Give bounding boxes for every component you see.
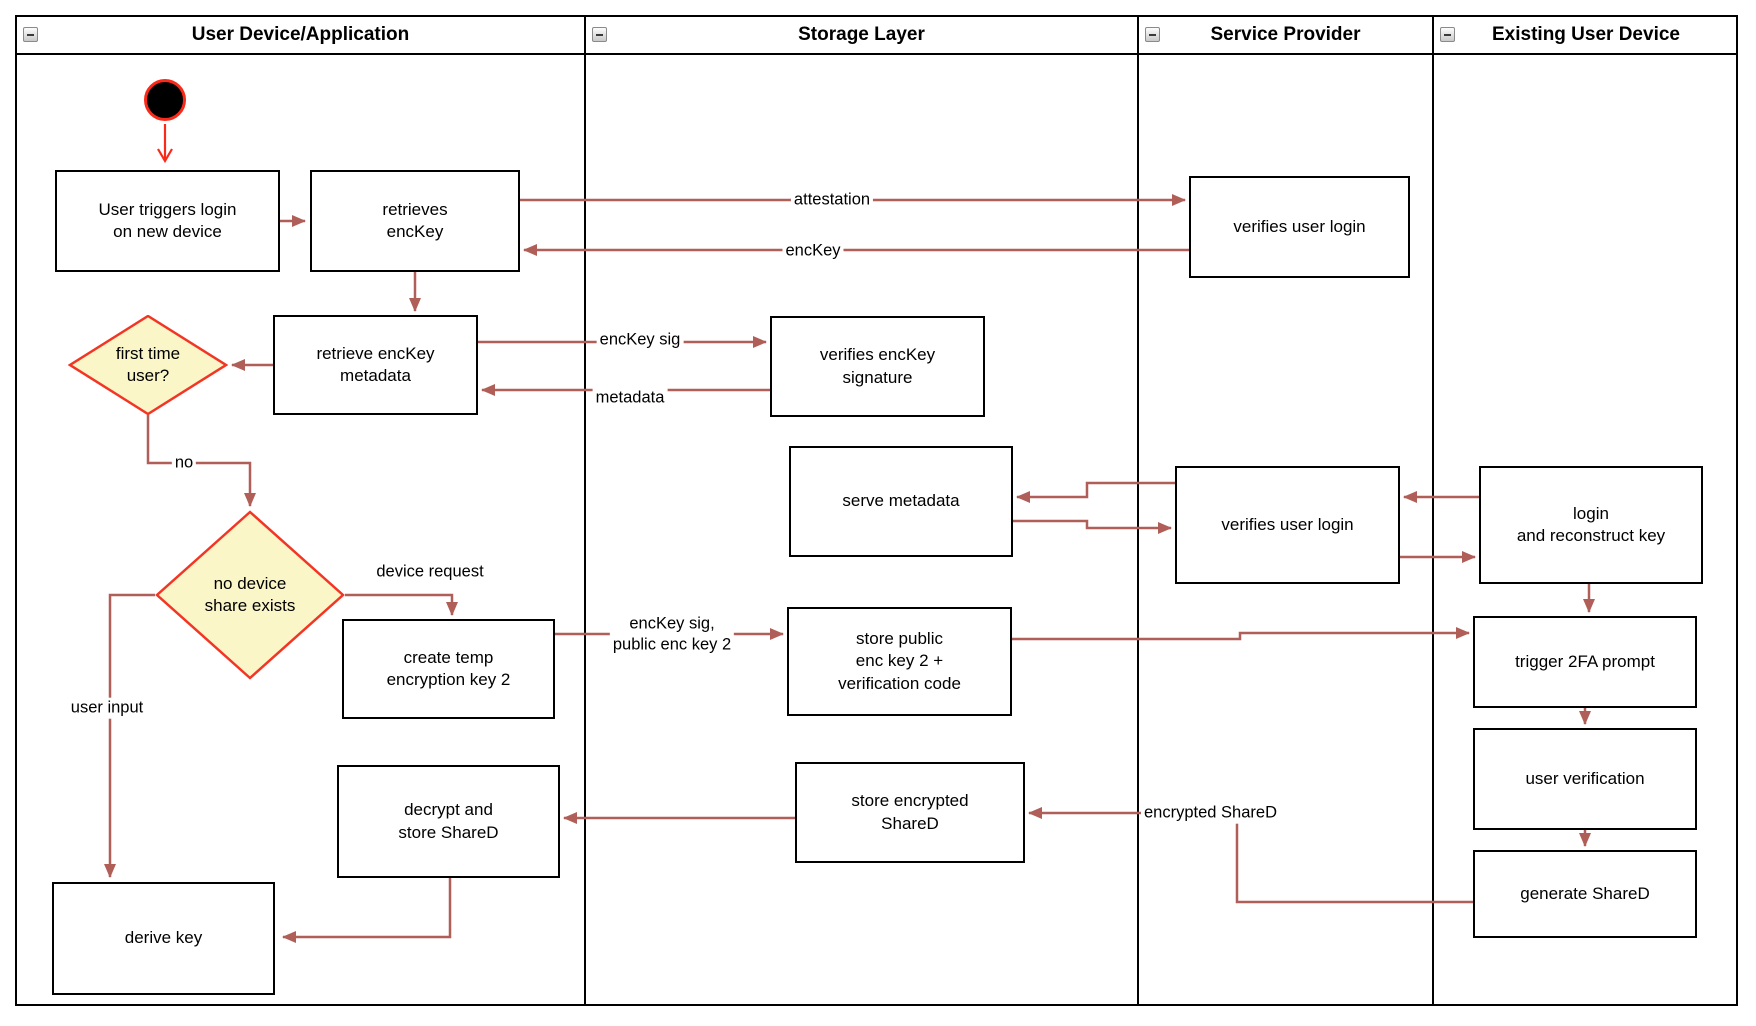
lane-title: Existing User Device bbox=[1492, 24, 1680, 45]
edge-label-enckey[interactable]: encKey bbox=[782, 240, 844, 262]
diamond-shape-icon bbox=[155, 510, 345, 680]
edge-label-attestation[interactable]: attestation bbox=[790, 189, 874, 211]
decision-label: first time user? bbox=[115, 343, 181, 385]
lane-header-service-provider[interactable]: Service Provider bbox=[1139, 17, 1432, 53]
lane-header-separator bbox=[15, 53, 1738, 55]
lane-divider-3 bbox=[1432, 15, 1434, 1006]
lane-header-storage-layer[interactable]: Storage Layer bbox=[586, 17, 1137, 53]
edge-label-enckey-sig[interactable]: encKey sig bbox=[596, 329, 684, 351]
node-serve-metadata[interactable]: serve metadata bbox=[789, 446, 1013, 557]
node-store-encrypted-shared[interactable]: store encrypted ShareD bbox=[795, 762, 1025, 863]
node-decrypt-and-store-shared[interactable]: decrypt and store ShareD bbox=[337, 765, 560, 878]
node-retrieve-enckey-metadata[interactable]: retrieve encKey metadata bbox=[273, 315, 478, 415]
decision-label: no device share exists bbox=[204, 573, 296, 615]
decision-no-device-share-exists[interactable]: no device share exists bbox=[155, 510, 345, 680]
lane-divider-1 bbox=[584, 15, 586, 1006]
collapse-icon[interactable] bbox=[23, 27, 38, 42]
node-retrieves-enckey[interactable]: retrieves encKey bbox=[310, 170, 520, 272]
node-derive-key[interactable]: derive key bbox=[52, 882, 275, 995]
lane-divider-2 bbox=[1137, 15, 1139, 1006]
node-user-verification[interactable]: user verification bbox=[1473, 728, 1697, 830]
node-generate-shared[interactable]: generate ShareD bbox=[1473, 850, 1697, 938]
edge-label-user-input[interactable]: user input bbox=[67, 697, 147, 719]
edge-label-encrypted-shared[interactable]: encrypted ShareD bbox=[1141, 802, 1280, 824]
edge-label-no[interactable]: no bbox=[171, 452, 197, 474]
diamond-shape-icon bbox=[68, 315, 228, 415]
node-trigger-2fa-prompt[interactable]: trigger 2FA prompt bbox=[1473, 616, 1697, 708]
edge-label-metadata[interactable]: metadata bbox=[592, 387, 668, 409]
start-node[interactable] bbox=[144, 79, 186, 121]
node-create-temp-encryption-key-2[interactable]: create temp encryption key 2 bbox=[342, 619, 555, 719]
lane-header-existing-user-device[interactable]: Existing User Device bbox=[1434, 17, 1738, 53]
lane-title: Storage Layer bbox=[798, 24, 925, 45]
node-verifies-user-login-1[interactable]: verifies user login bbox=[1189, 176, 1410, 278]
collapse-icon[interactable] bbox=[1145, 27, 1160, 42]
decision-first-time-user[interactable]: first time user? bbox=[68, 315, 228, 415]
lane-title: User Device/Application bbox=[191, 24, 410, 45]
collapse-icon[interactable] bbox=[592, 27, 607, 42]
lane-header-user-device[interactable]: User Device/Application bbox=[17, 17, 584, 53]
lane-title: Service Provider bbox=[1210, 24, 1361, 45]
collapse-icon[interactable] bbox=[1440, 27, 1455, 42]
edge-label-enckey-sig-public-key-2[interactable]: encKey sig, public enc key 2 bbox=[609, 613, 735, 655]
node-verifies-user-login-2[interactable]: verifies user login bbox=[1175, 466, 1400, 584]
node-verifies-enckey-signature[interactable]: verifies encKey signature bbox=[770, 316, 985, 417]
node-store-public-enc-key-2[interactable]: store public enc key 2 + verification co… bbox=[787, 607, 1012, 716]
node-user-triggers-login[interactable]: User triggers login on new device bbox=[55, 170, 280, 272]
node-login-and-reconstruct-key[interactable]: login and reconstruct key bbox=[1479, 466, 1703, 584]
edge-label-device-request[interactable]: device request bbox=[373, 561, 487, 583]
